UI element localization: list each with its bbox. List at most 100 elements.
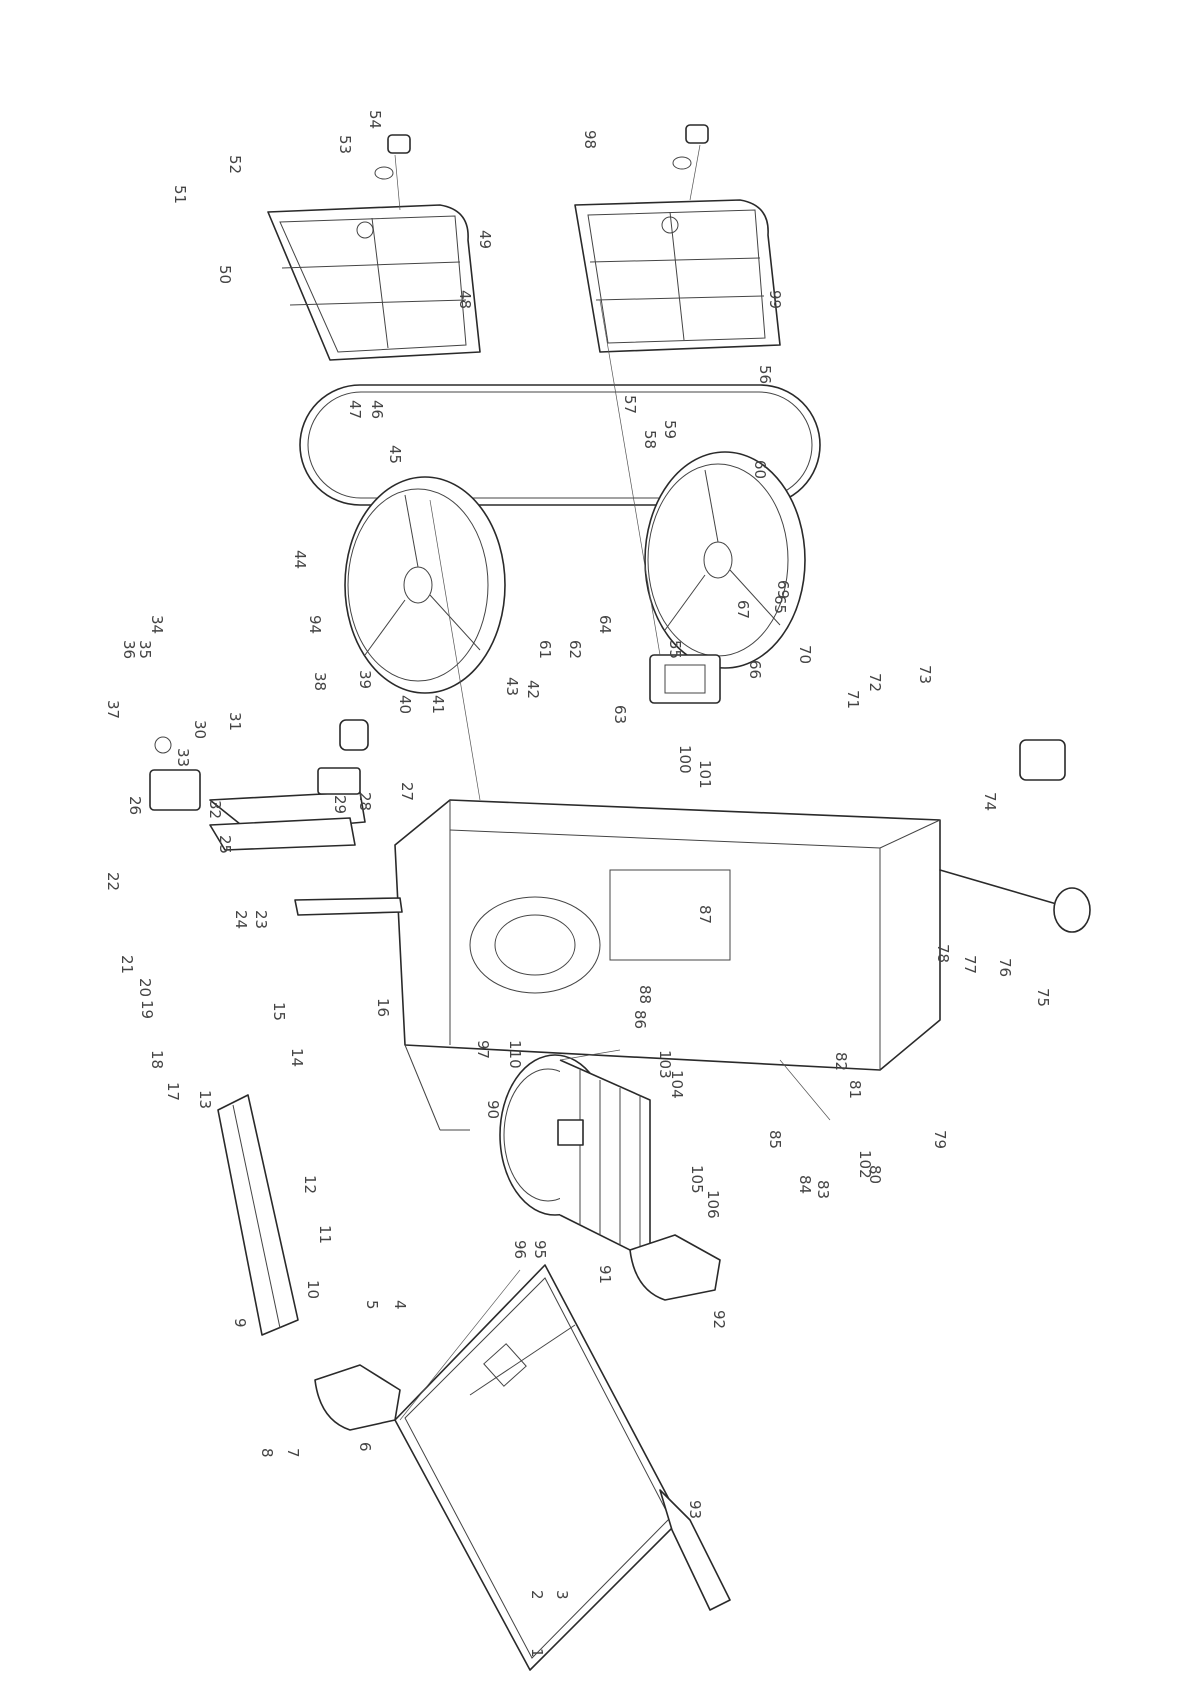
part-callout-40: 40 — [396, 695, 414, 714]
part-callout-19: 19 — [138, 1000, 156, 1019]
part-callout-69: 69 — [774, 580, 792, 599]
part-callout-60: 60 — [751, 460, 769, 479]
part-callout-56: 56 — [756, 365, 774, 384]
part-callout-37: 37 — [104, 700, 122, 719]
part-callout-16: 16 — [374, 998, 392, 1017]
part-callout-82: 82 — [832, 1052, 850, 1071]
part-callout-95: 95 — [531, 1240, 549, 1259]
part-callout-3: 3 — [553, 1590, 571, 1600]
part-callout-74: 74 — [981, 792, 999, 811]
part-callout-5: 5 — [363, 1300, 381, 1310]
part-callout-28: 28 — [356, 792, 374, 811]
part-callout-33: 33 — [174, 748, 192, 767]
part-callout-62: 62 — [566, 640, 584, 659]
part-callout-94: 94 — [306, 615, 324, 634]
part-callout-46: 46 — [368, 400, 386, 419]
part-callout-49: 49 — [476, 230, 494, 249]
part-callout-110: 110 — [506, 1040, 524, 1069]
part-callout-26: 26 — [126, 796, 144, 815]
part-callout-14: 14 — [288, 1048, 306, 1067]
part-callout-20: 20 — [136, 978, 154, 997]
part-callout-84: 84 — [796, 1175, 814, 1194]
cover-knob-left — [374, 134, 411, 180]
part-callout-99: 99 — [766, 290, 784, 309]
tension-handle — [659, 1489, 731, 1611]
part-callout-59: 59 — [661, 420, 679, 439]
part-callout-38: 38 — [311, 672, 329, 691]
part-callout-52: 52 — [226, 155, 244, 174]
part-callout-48: 48 — [456, 290, 474, 309]
part-callout-29: 29 — [331, 795, 349, 814]
trunnion-bracket-left — [314, 1364, 401, 1431]
part-callout-39: 39 — [356, 670, 374, 689]
part-callout-64: 64 — [596, 615, 614, 634]
part-callout-54: 54 — [366, 110, 384, 129]
part-callout-47: 47 — [346, 400, 364, 419]
part-callout-31: 31 — [226, 712, 244, 731]
part-callout-83: 83 — [814, 1180, 832, 1199]
part-callout-71: 71 — [844, 690, 862, 709]
fence-rail — [209, 817, 403, 916]
part-callout-77: 77 — [961, 955, 979, 974]
part-callout-4: 4 — [391, 1300, 409, 1310]
part-callout-43: 43 — [503, 677, 521, 696]
part-callout-23: 23 — [252, 910, 270, 929]
part-callout-9: 9 — [231, 1318, 249, 1328]
part-callout-58: 58 — [641, 430, 659, 449]
part-callout-32: 32 — [206, 800, 224, 819]
part-callout-65: 65 — [771, 595, 789, 614]
part-callout-81: 81 — [846, 1080, 864, 1099]
upper-left-wheel-cover — [267, 204, 481, 361]
part-callout-15: 15 — [270, 1002, 288, 1021]
work-table — [394, 1264, 681, 1671]
part-callout-10: 10 — [304, 1280, 322, 1299]
part-callout-17: 17 — [164, 1082, 182, 1101]
part-callout-35: 35 — [136, 640, 154, 659]
part-callout-55: 55 — [666, 640, 684, 659]
part-callout-8: 8 — [258, 1448, 276, 1458]
saw-frame — [394, 799, 941, 1131]
saw-blade — [299, 384, 821, 506]
part-callout-86: 86 — [631, 1010, 649, 1029]
trunnion-bracket-right — [629, 1234, 721, 1301]
switch-box — [649, 654, 721, 704]
part-callout-100: 100 — [676, 745, 694, 774]
part-callout-63: 63 — [611, 705, 629, 724]
part-callout-72: 72 — [866, 673, 884, 692]
part-callout-66: 66 — [746, 660, 764, 679]
part-callout-25: 25 — [216, 835, 234, 854]
part-callout-79: 79 — [931, 1130, 949, 1149]
part-callout-85: 85 — [766, 1130, 784, 1149]
part-callout-13: 13 — [196, 1090, 214, 1109]
part-callout-21: 21 — [118, 955, 136, 974]
part-callout-102: 102 — [856, 1150, 874, 1179]
part-callout-6: 6 — [356, 1442, 374, 1452]
part-callout-7: 7 — [284, 1448, 302, 1458]
part-callout-75: 75 — [1034, 988, 1052, 1007]
part-callout-36: 36 — [120, 640, 138, 659]
motor — [499, 1054, 651, 1261]
upper-wheel — [644, 451, 806, 669]
part-callout-61: 61 — [536, 640, 554, 659]
part-callout-80: 80 — [866, 1165, 884, 1184]
part-callout-76: 76 — [996, 958, 1014, 977]
part-callout-42: 42 — [524, 680, 542, 699]
part-callout-18: 18 — [148, 1050, 166, 1069]
part-callout-67: 67 — [734, 600, 752, 619]
part-callout-22: 22 — [104, 872, 122, 891]
leader-lines — [394, 144, 831, 1421]
part-callout-12: 12 — [301, 1175, 319, 1194]
part-callout-41: 41 — [429, 695, 447, 714]
part-callout-50: 50 — [216, 265, 234, 284]
part-callout-93: 93 — [686, 1500, 704, 1519]
part-callout-1: 1 — [528, 1648, 546, 1658]
saw-blade-inner-edge — [307, 391, 813, 499]
part-callout-98: 98 — [581, 130, 599, 149]
part-callout-51: 51 — [171, 185, 189, 204]
part-callout-96: 96 — [511, 1240, 529, 1259]
part-callout-24: 24 — [232, 910, 250, 929]
part-callout-70: 70 — [796, 645, 814, 664]
part-callout-90: 90 — [484, 1100, 502, 1119]
